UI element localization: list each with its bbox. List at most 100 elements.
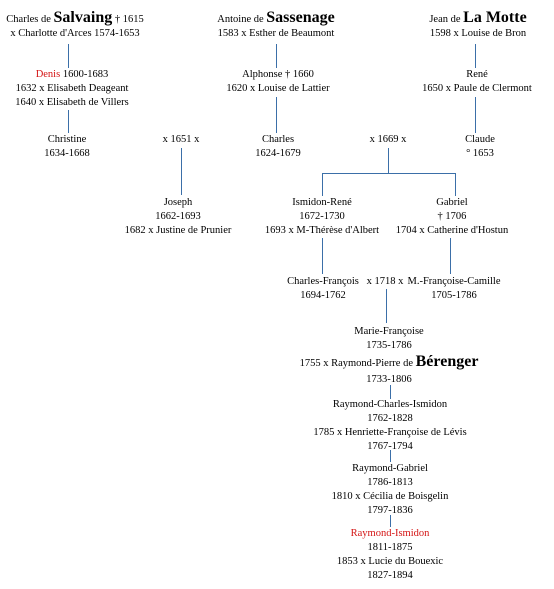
union-1651: x 1651 x <box>163 133 200 147</box>
sassenage-header: Antoine de Sassenage <box>217 9 335 27</box>
union-label: x 1669 x <box>369 134 407 145</box>
person-charles-francois: Charles-François 1694-1762 <box>287 275 359 303</box>
dates: 1705-1786 <box>431 290 477 301</box>
name: Alphonse <box>242 69 283 80</box>
name: Raymond-Ismidon <box>350 528 430 539</box>
person-christine: Christine 1634-1668 <box>44 133 90 161</box>
person-denis: Denis 1600-1683 1632 x Elisabeth Deagean… <box>15 68 129 110</box>
marriage-1: 1632 x Elisabeth Deageant <box>15 83 129 94</box>
name-prefix: Charles de <box>6 14 51 25</box>
person-gabriel: Gabriel † 1706 1704 x Catherine d'Hostun <box>396 196 508 238</box>
name: Marie-Françoise <box>354 326 424 337</box>
person-rene: René 1650 x Paule de Clermont <box>422 68 532 96</box>
marriage: 1785 x Henriette-Françoise de Lévis <box>313 427 467 438</box>
surname: La Motte <box>463 9 527 26</box>
line-union1651-joseph <box>181 148 182 195</box>
dates: 1634-1668 <box>44 148 90 159</box>
marriage: 1620 x Louise de Lattier <box>226 83 330 94</box>
line-rene-claude <box>475 97 476 133</box>
line-gabriel-ismidon <box>390 515 391 527</box>
dates: † 1615 <box>114 14 144 25</box>
person-antoine-de-sassenage: Antoine de Sassenage 1583 x Esther de Be… <box>217 9 335 41</box>
name: Raymond-Gabriel <box>352 463 428 474</box>
person-raymond-gabriel: Raymond-Gabriel 1786-1813 1810 x Cécilia… <box>332 462 449 518</box>
line-to-ismidon <box>322 173 323 196</box>
line-1669-siblings <box>322 173 455 174</box>
dates: 1672-1730 <box>299 211 345 222</box>
person-mf-camille: M.-Françoise-Camille 1705-1786 <box>407 275 500 303</box>
line-gabriel-camille <box>450 238 451 274</box>
dates: 1694-1762 <box>300 290 346 301</box>
name: Joseph <box>163 197 193 208</box>
dates: † 1660 <box>284 69 314 80</box>
dates: 1786-1813 <box>367 477 413 488</box>
person-raymond-charles-ismidon: Raymond-Charles-Ismidon 1762-1828 1785 x… <box>313 398 466 454</box>
line-union1669-down <box>388 148 389 173</box>
name: Claude <box>465 134 495 145</box>
marriage-2: 1640 x Elisabeth de Villers <box>15 97 129 108</box>
line-lamotte-rene <box>475 44 476 68</box>
person-alphonse: Alphonse † 1660 1620 x Louise de Lattier <box>226 68 329 96</box>
person-joseph: Joseph 1662-1693 1682 x Justine de Pruni… <box>125 196 232 238</box>
marriage: 1693 x M-Thérèse d'Albert <box>264 225 380 236</box>
person-claude: Claude ° 1653 <box>465 133 495 161</box>
dates: 1662-1693 <box>155 211 201 222</box>
berenger-marriage: 1755 x Raymond-Pierre de Bérenger <box>300 353 479 373</box>
salvaing-header: Charles de Salvaing † 1615 <box>6 9 144 27</box>
name: Christine <box>47 134 87 145</box>
spouse-dates: 1797-1836 <box>367 505 413 516</box>
line-alphonse-charles <box>276 97 277 133</box>
person-charles-de-salvaing: Charles de Salvaing † 1615 x Charlotte d… <box>6 9 144 41</box>
dates: 1735-1786 <box>366 340 412 351</box>
name: Raymond-Charles-Ismidon <box>332 399 448 410</box>
name: René <box>466 69 488 80</box>
marriage: 1704 x Catherine d'Hostun <box>395 225 509 236</box>
person-ismidon-rene: Ismidon-René 1672-1730 1693 x M-Thérèse … <box>265 196 379 238</box>
spouse-dates: 1827-1894 <box>367 570 413 581</box>
name: Gabriel <box>436 197 468 208</box>
dates: ° 1653 <box>466 148 494 159</box>
marriage: 1853 x Lucie du Bouexic <box>336 556 444 567</box>
dates: 1811-1875 <box>367 542 413 553</box>
person-raymond-ismidon: Raymond-Ismidon 1811-1875 1853 x Lucie d… <box>337 527 443 583</box>
marriage: x Charlotte d'Arces 1574-1653 <box>10 28 140 39</box>
person-charles-sassenage: Charles 1624-1679 <box>255 133 301 161</box>
dates: 1762-1828 <box>367 413 413 424</box>
union-label: x 1651 x <box>162 134 200 145</box>
spouse-dates: 1733-1806 <box>366 374 412 385</box>
marriage: 1650 x Paule de Clermont <box>422 83 532 94</box>
name: Denis <box>35 69 61 80</box>
dates: 1600-1683 <box>62 69 109 80</box>
line-salvaing-denis <box>68 44 69 68</box>
marriage-prefix: 1755 x Raymond-Pierre de <box>299 358 414 369</box>
name-prefix: Jean de <box>429 14 461 25</box>
marriage: 1810 x Cécilia de Boisgelin <box>331 491 449 502</box>
surname: Sassenage <box>266 9 335 26</box>
person-jean-de-la-motte: Jean de La Motte 1598 x Louise de Bron <box>429 9 527 41</box>
union-label: x 1718 x <box>366 276 404 287</box>
lamotte-header: Jean de La Motte <box>429 9 527 27</box>
marriage: 1583 x Esther de Beaumont <box>217 28 335 39</box>
union-1718: x 1718 x <box>367 275 404 289</box>
union-1669: x 1669 x <box>370 133 407 147</box>
line-berenger-raymondcharles <box>390 385 391 399</box>
name: Ismidon-René <box>292 197 352 208</box>
person-marie-francoise: Marie-Françoise 1735-1786 1755 x Raymond… <box>300 325 479 387</box>
name: M.-Françoise-Camille <box>407 276 501 287</box>
dates: 1624-1679 <box>255 148 301 159</box>
name: Charles <box>261 134 295 145</box>
line-union1718-mariefrancoise <box>386 289 387 323</box>
line-sassenage-alphonse <box>276 44 277 68</box>
spouse-dates: 1767-1794 <box>367 441 413 452</box>
marriage: 1682 x Justine de Prunier <box>124 225 232 236</box>
line-ismidon-charlesfrancois <box>322 238 323 274</box>
line-denis-christine <box>68 110 69 133</box>
line-raymondcharles-gabriel <box>390 450 391 462</box>
spouse-surname: Bérenger <box>415 353 479 370</box>
surname: Salvaing <box>53 9 113 26</box>
name: Charles-François <box>287 276 359 287</box>
line-to-gabriel <box>455 173 456 196</box>
name-prefix: Antoine de <box>217 14 264 25</box>
dates: † 1706 <box>437 211 467 222</box>
